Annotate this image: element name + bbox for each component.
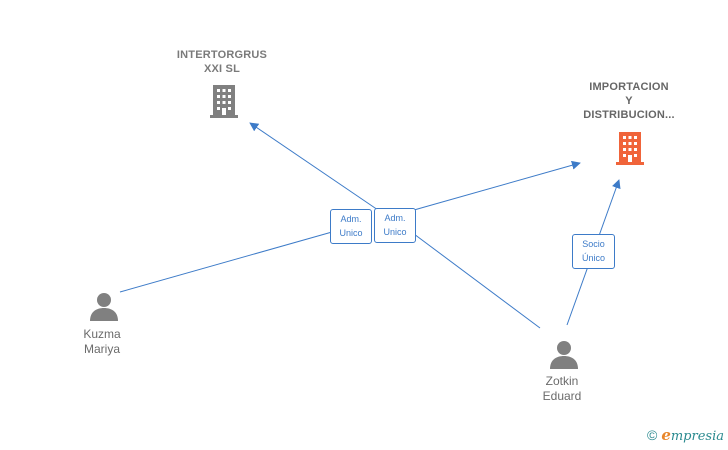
brand-initial: e bbox=[661, 426, 671, 444]
company-name-line: IMPORTACION bbox=[589, 81, 669, 93]
copyright-symbol: © bbox=[646, 427, 658, 443]
edge-adm-importacion bbox=[413, 160, 581, 211]
building-icon[interactable] bbox=[208, 83, 240, 119]
company-name-line: XXI SL bbox=[203, 63, 241, 75]
company-importacion-label[interactable]: IMPORTACION Y DISTRIBUCION... bbox=[564, 80, 694, 122]
edge-label-socio-unico[interactable]: Socio Único bbox=[572, 234, 615, 269]
company-name-line: Y bbox=[625, 95, 633, 107]
edge-zotkin-adm bbox=[413, 233, 541, 329]
edge-label-line: Único bbox=[581, 253, 605, 263]
person-icon[interactable] bbox=[548, 338, 580, 370]
edge-label-line: Unico bbox=[383, 227, 407, 237]
company-name-line: DISTRIBUCION... bbox=[583, 109, 675, 121]
person-name-line: Mariya bbox=[83, 342, 120, 356]
edge-kuzma-adm bbox=[119, 231, 333, 293]
edge-label-line: Unico bbox=[339, 228, 363, 238]
person-name-line: Zotkin bbox=[545, 374, 579, 388]
brand-name: mpresia bbox=[670, 429, 724, 444]
edge-label-line: Adm. bbox=[340, 214, 362, 224]
edge-label-adm-unico[interactable]: Adm. Unico bbox=[374, 208, 416, 243]
edge-label-adm-unico[interactable]: Adm. Unico bbox=[330, 209, 372, 244]
footer-brand: © empresia bbox=[647, 426, 724, 444]
edge-label-line: Socio bbox=[582, 239, 605, 249]
company-name-line: INTERTORGRUS bbox=[176, 49, 268, 61]
person-name-line: Eduard bbox=[542, 389, 582, 403]
person-kuzma-label[interactable]: Kuzma Mariya bbox=[62, 327, 142, 357]
person-name-line: Kuzma bbox=[83, 327, 121, 341]
person-zotkin-label[interactable]: Zotkin Eduard bbox=[522, 374, 602, 404]
person-icon[interactable] bbox=[88, 290, 120, 322]
edge-label-line: Adm. bbox=[384, 213, 406, 223]
edge-adm-intertorgrus bbox=[249, 122, 379, 211]
brand-logo[interactable]: empresia bbox=[661, 426, 724, 444]
company-intertorgrus-label[interactable]: INTERTORGRUS XXI SL bbox=[162, 48, 282, 76]
building-icon[interactable] bbox=[614, 130, 646, 166]
